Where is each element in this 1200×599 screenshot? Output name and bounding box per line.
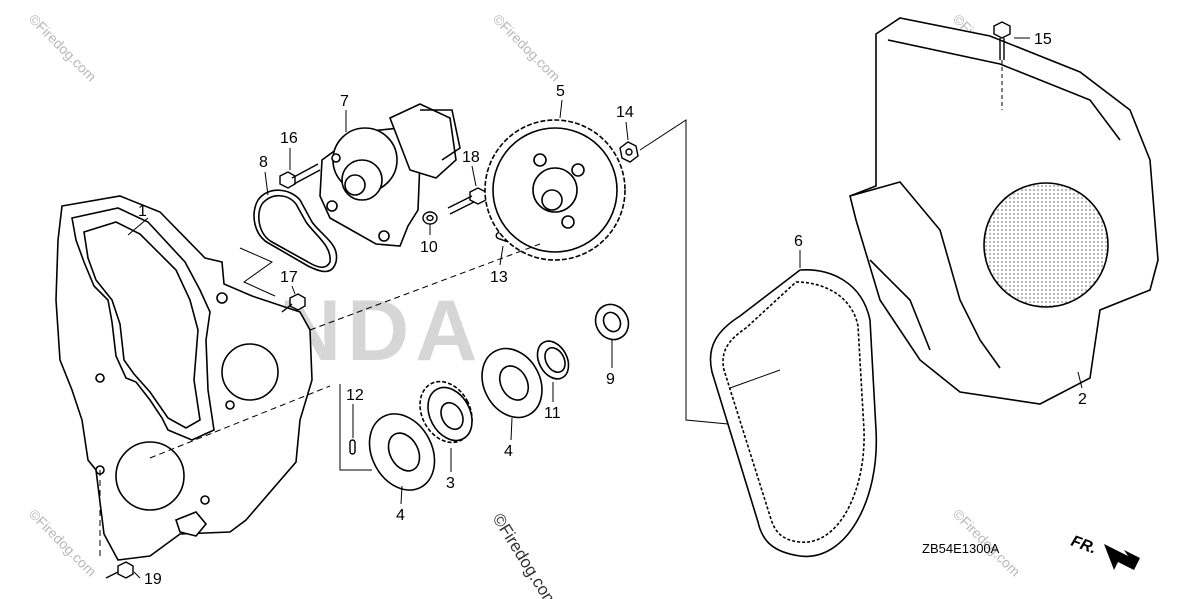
callout-16: 16: [280, 130, 298, 147]
callout-17: 17: [280, 269, 298, 286]
long-bolt: [447, 187, 487, 215]
callout-5: 5: [556, 83, 565, 100]
callout-6: 6: [794, 233, 803, 250]
callout-9: 9: [606, 371, 615, 388]
watermark-top-left: ©Firedog.com: [26, 11, 100, 85]
callout-19: 19: [144, 571, 162, 588]
water-pump: [319, 103, 461, 247]
callout-8: 8: [259, 154, 268, 171]
callout-11: 11: [544, 405, 561, 422]
pump-bolt: [279, 163, 321, 189]
callout-2: 2: [1078, 391, 1087, 408]
crank-key: [349, 439, 356, 455]
cover-bolt-lower: [105, 561, 134, 579]
crankshaft-pulley: [419, 380, 473, 444]
fan-shroud: [849, 17, 1159, 405]
diagram-code: ZB54E1300A: [922, 541, 1000, 556]
callout-13: 13: [490, 269, 508, 286]
guide-plate-lower: [368, 413, 436, 491]
oil-seal: [536, 340, 570, 380]
callout-18: 18: [462, 149, 480, 166]
callout-7: 7: [340, 93, 349, 110]
watermark-center-dark: ©Firedog.com: [489, 510, 562, 599]
crank-nut: [594, 303, 630, 341]
guide-plate-upper: [481, 347, 543, 419]
callout-4-lower: 4: [396, 507, 405, 524]
callout-15: 15: [1034, 31, 1052, 48]
callout-1: 1: [138, 203, 147, 220]
watermark-top-center: ©Firedog.com: [490, 11, 564, 85]
watermark-bottom-left: ©Firedog.com: [26, 506, 100, 580]
front-indicator-label: FR.: [1069, 533, 1099, 558]
callout-10: 10: [420, 239, 438, 256]
callout-4-upper: 4: [504, 443, 513, 460]
callout-12: 12: [346, 387, 364, 404]
washer: [422, 211, 438, 225]
cover-bolt-upper: [281, 293, 306, 313]
timing-belt-cover: [55, 195, 313, 561]
callout-14: 14: [616, 104, 634, 121]
flange-nut: [619, 141, 639, 163]
camshaft-pulley: [484, 119, 626, 261]
callout-3: 3: [446, 475, 455, 492]
front-arrow-icon: [1104, 544, 1140, 570]
pump-gasket: [253, 189, 338, 273]
timing-belt: [709, 269, 878, 558]
shroud-screw: [993, 21, 1011, 60]
